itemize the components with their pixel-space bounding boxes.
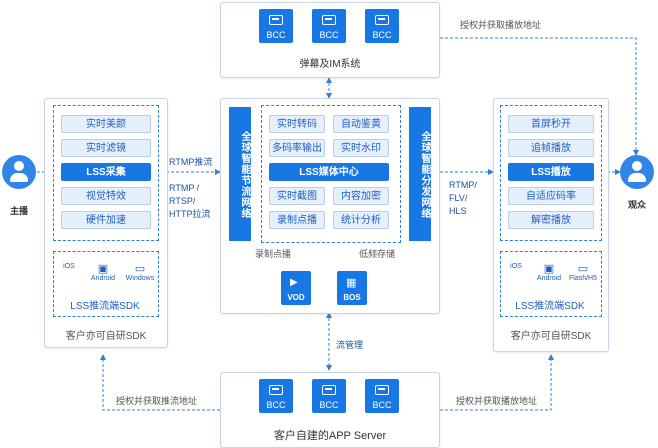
server-icon (269, 385, 283, 395)
record-label: 录制点播 (255, 249, 292, 259)
push-feature-group (53, 105, 159, 241)
im-system-title: 弹幕及IM系统 (299, 59, 361, 70)
feature-hw-accel: 硬件加速 (61, 211, 151, 229)
im-system-panel: BCC BCC BCC 弹幕及IM系统 (220, 2, 440, 78)
auth-play-top-label: 授权并获取播放地址 (460, 20, 542, 30)
lss-capture: LSS采集 (61, 163, 151, 181)
auth-push-label: 授权并获取推流地址 (116, 396, 198, 406)
feature-screenshot: 实时截图 (269, 187, 325, 205)
push-sdk-label: LSS推流端SDK (70, 301, 140, 312)
rtmp-push-label: RTMP推流 (169, 157, 213, 167)
bcc-server-5: BCC (312, 379, 346, 413)
rtmp-play-label-1: RTMP/ (449, 180, 477, 190)
bcc-server-2: BCC (312, 9, 346, 43)
windows-platform: ▭Windows (123, 263, 157, 282)
server-icon (375, 15, 389, 25)
play-sdk-label: LSS推流端SDK (515, 301, 585, 312)
bcc-server-6: BCC (365, 379, 399, 413)
app-server-title: 客户自建的APP Server (273, 430, 387, 442)
android-icon: ▣ (543, 263, 555, 275)
feature-filter: 实时滤镜 (61, 139, 151, 157)
rtmp-pull-label-2: RTSP/ (169, 196, 196, 206)
rtmp-play-label-3: HLS (449, 206, 467, 216)
auth-play-bottom-label: 授权并获取播放地址 (456, 396, 538, 406)
server-icon (322, 385, 336, 395)
feature-transcode: 实时转码 (269, 115, 325, 133)
server-icon (322, 15, 336, 25)
ios-platform: iOS (510, 263, 522, 270)
feature-adaptive-bitrate: 自适应码率 (508, 187, 594, 205)
android-platform: ▣Android (85, 263, 121, 282)
anchor-avatar-icon (2, 155, 36, 189)
android-icon: ▣ (97, 263, 109, 275)
feature-record-vod: 录制点播 (269, 211, 325, 229)
delivery-network-bar: 全球智能分发网络 (409, 107, 431, 241)
stream-mgmt-label: 流管理 (336, 340, 364, 350)
play-feature-group (500, 105, 602, 241)
feature-analytics: 统计分析 (333, 211, 389, 229)
ios-platform: iOS (63, 263, 75, 270)
monitor-icon: ▭ (134, 263, 146, 275)
video-icon: ▶ (290, 277, 298, 288)
feature-fast-start: 首屏秒开 (508, 115, 594, 133)
push-footer: 客户亦可自研SDK (65, 331, 147, 342)
feature-frame-chase: 追帧播放 (508, 139, 594, 157)
feature-beauty: 实时美颜 (61, 115, 151, 133)
grid-icon: ▦ (346, 277, 357, 289)
feature-encryption: 内容加密 (333, 187, 389, 205)
monitor-icon: ▭ (577, 263, 589, 275)
rtmp-play-label-2: FLV/ (449, 193, 468, 203)
lss-playback: LSS播放 (508, 163, 594, 181)
viewer-label: 观众 (628, 200, 647, 210)
rtmp-pull-label-3: HTTP拉流 (169, 209, 211, 219)
server-icon (375, 385, 389, 395)
server-icon (269, 15, 283, 25)
bcc-server-1: BCC (259, 9, 293, 43)
feature-decrypt: 解密播放 (508, 211, 594, 229)
vod-storage: ▶VOD (281, 271, 311, 305)
feature-multibitrate: 多码率输出 (269, 139, 325, 157)
feature-effects: 视觉特效 (61, 187, 151, 205)
app-server-panel: BCC BCC BCC 客户自建的APP Server (220, 372, 440, 448)
viewer-avatar-icon (620, 155, 654, 189)
play-footer: 客户亦可自研SDK (510, 331, 592, 342)
play-sdk-panel: 首屏秒开 追帧播放 LSS播放 自适应码率 解密播放 iOS ▣Android … (493, 98, 609, 352)
cold-storage-label: 低频存储 (359, 249, 396, 259)
anchor-label: 主播 (10, 206, 29, 216)
media-center-panel: 全球智能节流网络 全球智能分发网络 实时转码 自动鉴黄 多码率输出 实时水印 L… (220, 98, 440, 314)
push-platform-group (53, 251, 159, 317)
flash-h5-platform: ▭Flash/H5 (566, 263, 600, 282)
media-center-group (261, 105, 401, 243)
bos-storage: ▦BOS (337, 271, 367, 305)
feature-watermark: 实时水印 (333, 139, 389, 157)
bcc-server-4: BCC (259, 379, 293, 413)
play-platform-group (500, 251, 602, 317)
android-platform: ▣Android (532, 263, 566, 282)
bcc-server-3: BCC (365, 9, 399, 43)
rtmp-pull-label-1: RTMP / (169, 183, 200, 193)
push-sdk-panel: 实时美颜 实时滤镜 LSS采集 视觉特效 硬件加速 iOS ▣Android ▭… (44, 98, 168, 348)
feature-porn-detect: 自动鉴黄 (333, 115, 389, 133)
ingest-network-bar: 全球智能节流网络 (229, 107, 251, 241)
lss-media-center: LSS媒体中心 (269, 163, 389, 181)
